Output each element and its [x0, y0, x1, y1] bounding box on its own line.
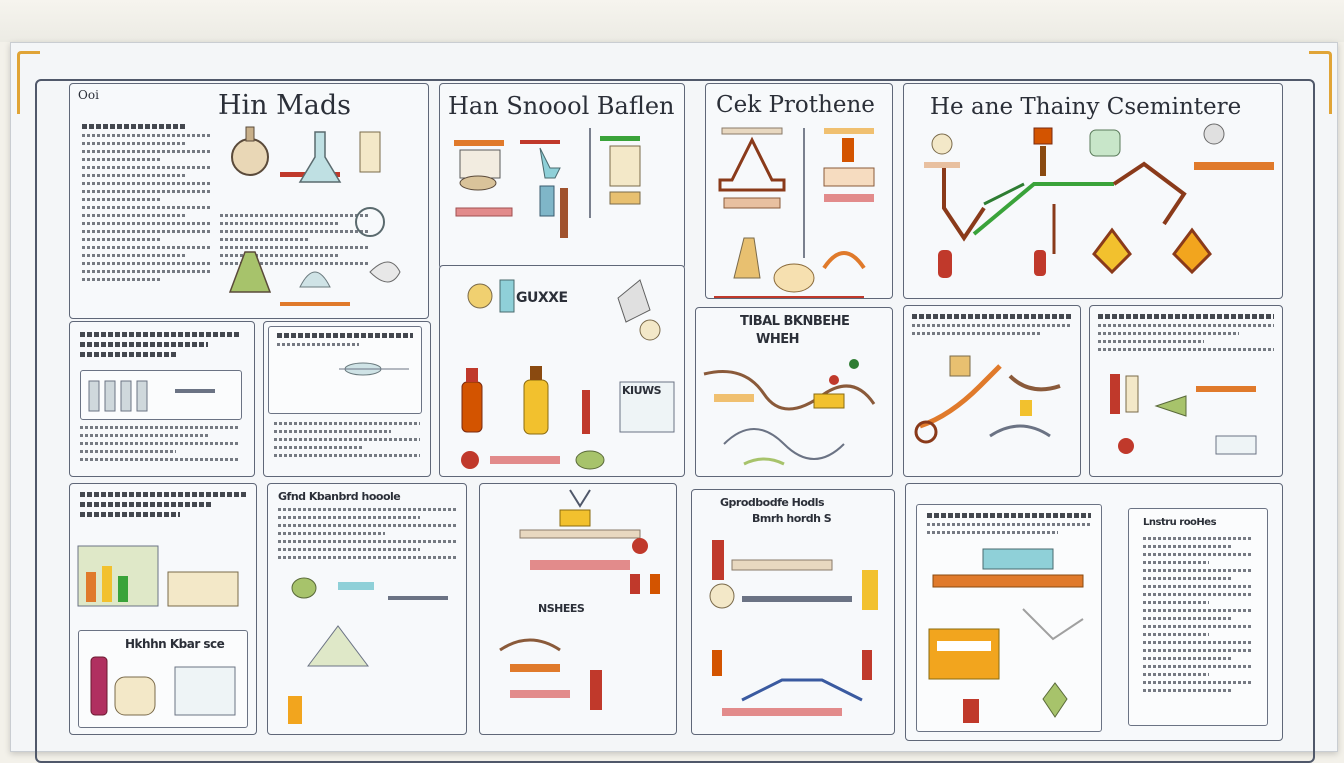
panel-title-cek-prothene: Cek Prothene — [716, 92, 875, 118]
rack-illustration — [499, 489, 660, 710]
panel-title-thainy-csemintere: He ane Thainy Csemintere — [930, 94, 1242, 120]
wall-background — [0, 0, 1344, 42]
lab-apparatus-illustration — [228, 126, 401, 306]
label-tibal: TIBAL BKNBEHE — [740, 314, 850, 329]
panel-hin-mads: Ooi Hin Mads — [69, 83, 429, 319]
label-nshes: NSHEES — [538, 602, 585, 615]
dish-illustration — [339, 362, 409, 376]
panel-prefix: Ooi — [78, 88, 99, 102]
label-wiheh: WHEH — [756, 332, 799, 347]
panel-row2-d — [1089, 305, 1283, 477]
text-block — [80, 492, 246, 522]
reaction-apparatus-illustration — [924, 123, 1274, 278]
bottles-illustration — [461, 279, 675, 470]
text-block — [82, 124, 212, 286]
distillation-illustration — [454, 128, 641, 238]
panel-cek-prothene: Cek Prothene — [705, 83, 893, 299]
diagram-box — [80, 370, 242, 420]
label-bmrh: Bmrh hordh S — [752, 512, 832, 525]
text-block — [80, 426, 240, 466]
panel-row2-b — [263, 321, 431, 477]
panel-title-hin-mads: Hin Mads — [218, 90, 352, 121]
tent-illustration — [288, 577, 448, 724]
label-lnstru: Lnstru rooHes — [1143, 517, 1217, 528]
panel-title-han-snoool-baflen: Han Snoool Baflen — [448, 92, 675, 120]
shelf-illustration — [77, 545, 239, 607]
text-block — [220, 214, 370, 270]
columns-illustration — [88, 380, 215, 412]
text-block — [927, 513, 1091, 539]
text-block — [1143, 537, 1253, 697]
text-block — [80, 332, 240, 362]
diagram-box: Lnstru rooHes — [1128, 508, 1268, 726]
panel-row3-b: Gfnd Kbanbrd hooole — [267, 483, 467, 735]
stand-illustration — [714, 127, 875, 298]
label-hkhn: Hkhhn Kbar sce — [125, 637, 225, 651]
panel-row2-c — [903, 305, 1081, 477]
text-block — [278, 508, 456, 564]
diagram-box — [268, 326, 422, 414]
tube-setup-illustration — [914, 355, 1061, 444]
panel-thainy-csemintere: He ane Thainy Csemintere — [903, 83, 1283, 299]
text-block — [274, 422, 420, 462]
panel-row3-a: Hkhhn Kbar sce — [69, 483, 257, 735]
label-kiuws: KIUWS — [622, 384, 662, 397]
label-guxxle: GUXXE — [516, 290, 568, 306]
panel-bottles: GUXXE KIUWS — [439, 265, 685, 477]
instrument-illustration — [928, 548, 1084, 723]
panel-row3-e: Lnstru rooHes — [905, 483, 1283, 741]
diagram-box — [916, 504, 1102, 732]
tubing-illustration — [703, 359, 876, 466]
poster-board: Ooi Hin Mads Han Snoool Baflen — [10, 42, 1338, 763]
panel-row3-c: NSHEES — [479, 483, 677, 735]
label-gfnd: Gfnd Kbanbrd hooole — [278, 490, 401, 503]
diagram-box: Hkhhn Kbar sce — [78, 630, 248, 728]
panel-wiheh: TIBAL BKNBEHE WHEH — [695, 307, 893, 477]
bottle-shelf-illustration — [90, 656, 236, 716]
text-block — [277, 333, 413, 351]
flask-row-illustration — [1110, 374, 1257, 455]
panel-row2-a — [69, 321, 255, 477]
label-gprod: Gprodbodfe Hodls — [720, 496, 825, 509]
corner-clip-top-left — [17, 51, 40, 114]
text-block — [1098, 314, 1274, 356]
panel-row3-d: Gprodbodfe Hodls Bmrh hordh S — [691, 489, 895, 735]
text-block — [912, 314, 1072, 340]
burner-illustration — [709, 540, 878, 716]
panel-han-snoool-baflen: Han Snoool Baflen — [439, 83, 685, 269]
